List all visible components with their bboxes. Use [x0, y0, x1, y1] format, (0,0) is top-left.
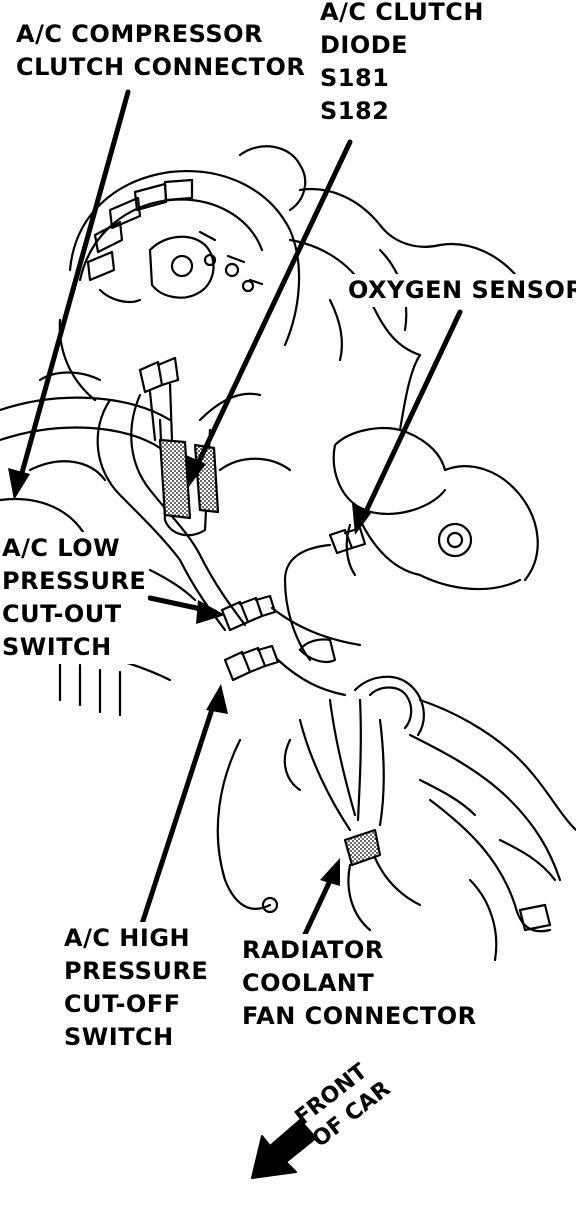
pressure-switches	[220, 594, 362, 697]
exhaust-manifold	[332, 353, 539, 591]
label-high-pressure-switch: A/C HIGH PRESSURE CUT-OFF SWITCH	[62, 922, 211, 1054]
direction-arrow-icon	[251, 1119, 317, 1179]
arrow-clutch-diode	[192, 139, 353, 473]
arrow-high-pressure-switch	[137, 697, 218, 933]
clutch-connector-plug	[138, 356, 180, 442]
arrow-compressor-connector	[17, 89, 131, 483]
oxygen-sensor	[283, 526, 367, 662]
label-low-pressure-switch: A/C LOW PRESSURE CUT-OUT SWITCH	[0, 532, 149, 664]
label-compressor-connector: A/C COMPRESSOR CLUTCH CONNECTOR	[14, 18, 308, 84]
arrow-oxygen-sensor	[359, 309, 463, 523]
label-oxygen-sensor: OXYGEN SENSOR	[346, 274, 576, 307]
engine-upper-outline	[238, 145, 522, 362]
arrow-heads	[8, 455, 372, 886]
compressor-body	[38, 170, 301, 402]
lower-harness	[38, 568, 576, 962]
label-clutch-diode: A/C CLUTCH DIODE S181 S182	[318, 0, 486, 128]
hoses	[0, 392, 292, 632]
label-fan-connector: RADIATOR COOLANT FAN CONNECTOR	[240, 934, 479, 1033]
